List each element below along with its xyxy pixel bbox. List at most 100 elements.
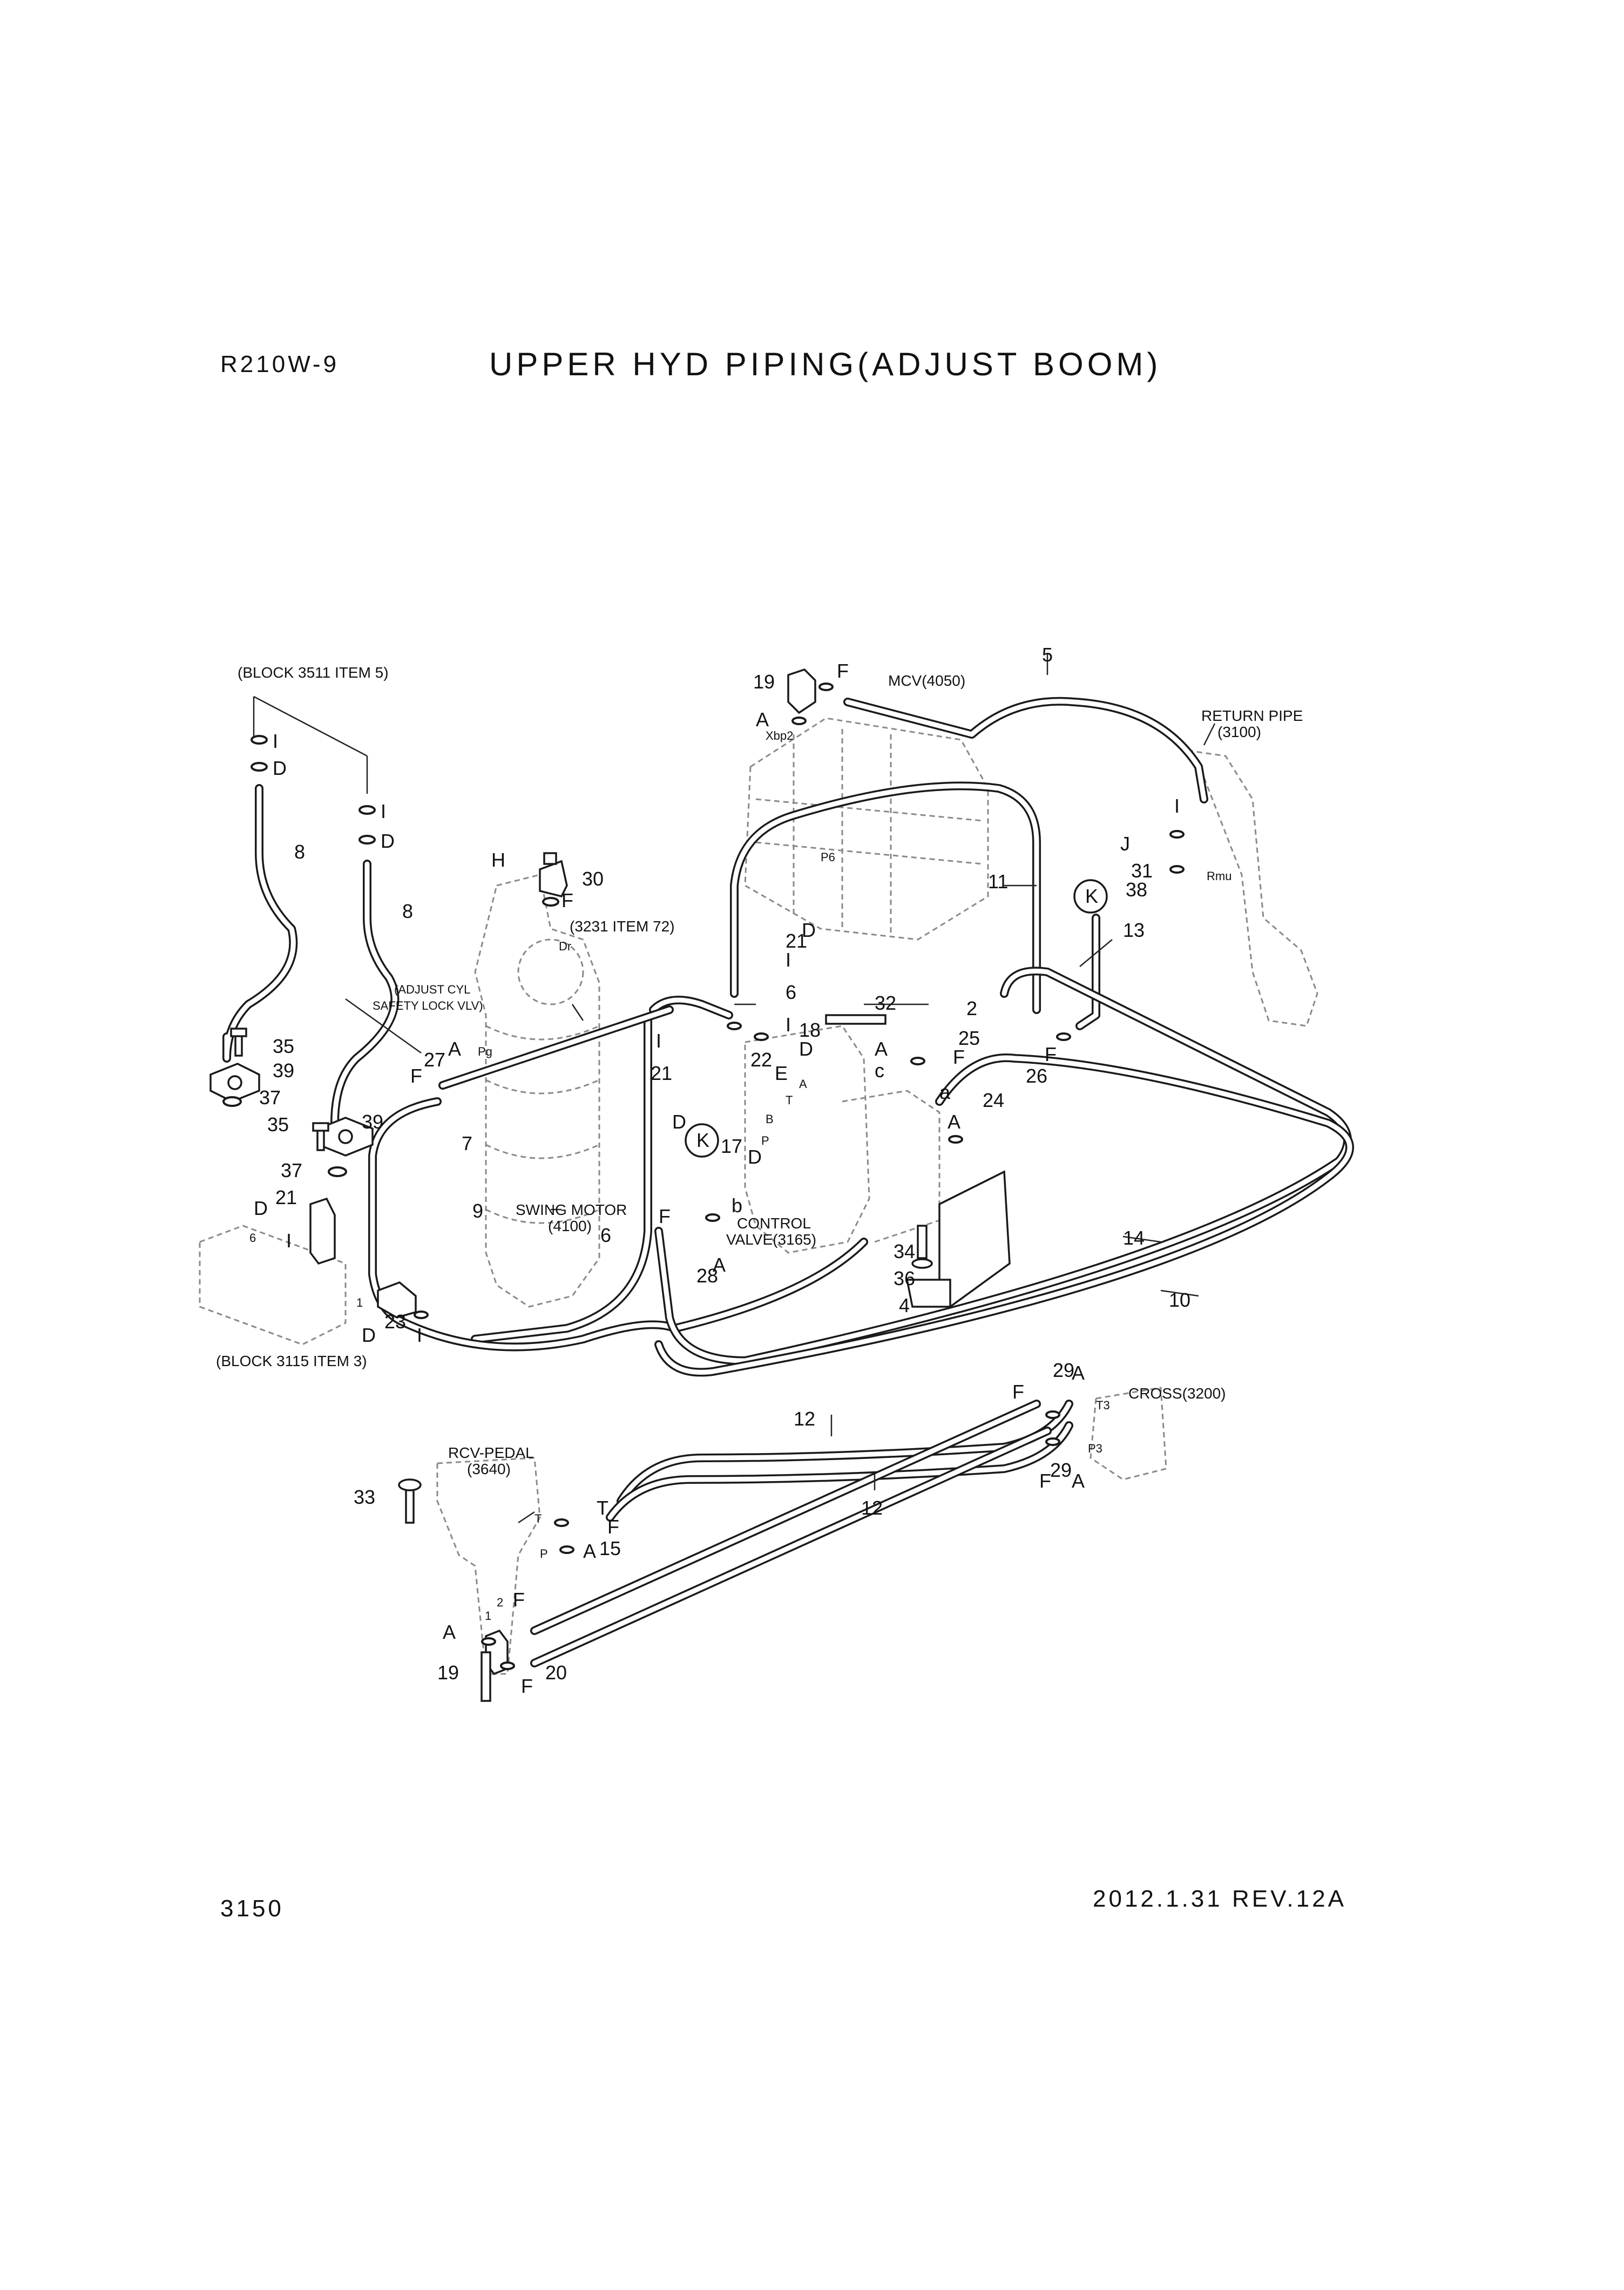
return-pipe-label-2: (3100) — [1217, 724, 1261, 740]
pipe-10-14-loop — [654, 967, 1354, 1377]
hose-8-left — [222, 784, 298, 1063]
port-letter: b — [732, 1194, 742, 1217]
port-letter: Pg — [478, 1045, 492, 1058]
part-number: 4 — [899, 1294, 910, 1316]
pipe-6 — [471, 996, 733, 1343]
port-letter: P6 — [821, 850, 835, 864]
return-pipe-label-1: RETURN PIPE — [1201, 707, 1303, 724]
part-number: 17 — [721, 1135, 742, 1157]
port-letter: P — [540, 1547, 548, 1561]
part-number: 25 — [958, 1027, 980, 1049]
swing-motor-label-1: SWING MOTOR — [516, 1201, 627, 1218]
port-letter: F — [521, 1675, 533, 1697]
oring-set — [251, 683, 1185, 1670]
part-number: 24 — [983, 1089, 1004, 1111]
page-title: UPPER HYD PIPING(ADJUST BOOM) — [489, 346, 1162, 382]
port-letter: Rmu — [1207, 869, 1231, 883]
part-number: 2 — [966, 997, 977, 1019]
part-number: 21 — [275, 1186, 297, 1208]
swing-motor-ghost-outline — [474, 874, 600, 1308]
part-number: 22 — [750, 1049, 772, 1071]
port-letter: T — [597, 1497, 608, 1519]
fitting-k-marker-lower — [685, 1123, 719, 1158]
part-number: 12 — [861, 1497, 883, 1519]
port-letter: A — [448, 1038, 461, 1060]
port-letter: D — [362, 1324, 376, 1346]
part-number: 30 — [582, 868, 604, 890]
bolt-35-upper — [230, 1028, 247, 1057]
port-letter: D — [802, 919, 816, 941]
port-letter: A — [756, 708, 769, 731]
elbow-21-left — [309, 1197, 336, 1265]
part-number: 19 — [437, 1661, 459, 1684]
part-number: 8 — [294, 841, 305, 863]
oring-37 — [222, 1096, 347, 1177]
rcv-pedal-label-2: (3640) — [467, 1461, 511, 1477]
port-letter: K — [696, 1129, 709, 1151]
control-valve-label-1: CONTROL — [737, 1215, 811, 1232]
part-number: 29 — [1053, 1359, 1074, 1381]
part-number: 35 — [267, 1113, 289, 1136]
port-letter: F — [1039, 1470, 1051, 1492]
part-number: 6 — [786, 981, 796, 1003]
port-letter: A — [875, 1038, 888, 1060]
part-number: 29 — [1050, 1459, 1072, 1481]
part-number: 32 — [875, 992, 896, 1014]
port-letter: D — [672, 1111, 686, 1133]
mcv-label: MCV(4050) — [888, 672, 965, 689]
part-number-labels: 8 8 35 39 37 35 39 37 21 23 30 19 5 11 1… — [249, 644, 1190, 1684]
bolt-34-washer-36 — [911, 1225, 933, 1269]
port-letter: T — [534, 1512, 542, 1525]
block-3511-label: (BLOCK 3511 ITEM 5) — [238, 664, 389, 681]
rcv-pedal-ghost-outline — [436, 1457, 541, 1675]
port-letter: c — [875, 1059, 884, 1082]
model-code: R210W-9 — [220, 351, 340, 377]
port-letter: D — [273, 757, 287, 779]
port-letter: K — [1085, 885, 1098, 907]
port-letter: F — [410, 1065, 422, 1087]
rcv-pedal-label-1: RCV-PEDAL — [448, 1444, 534, 1461]
part-number: 12 — [794, 1408, 815, 1430]
bracket-4 — [905, 1170, 1011, 1308]
part-number: 37 — [259, 1086, 281, 1109]
bolt-32 — [825, 1014, 887, 1025]
port-letter: a — [939, 1081, 951, 1103]
port-letter: P3 — [1088, 1442, 1102, 1455]
part-number: 39 — [273, 1059, 294, 1082]
fitting-k-marker-upper — [1073, 879, 1108, 914]
port-letter: F — [953, 1046, 965, 1068]
port-letter: I — [417, 1324, 422, 1346]
port-letter: I — [286, 1230, 292, 1252]
hose-11 — [730, 781, 1041, 1014]
port-letter: A — [1072, 1470, 1085, 1492]
part-number: 18 — [799, 1019, 821, 1041]
port-letter: A — [583, 1540, 596, 1562]
port-letter: D — [799, 1038, 813, 1060]
part-number: 13 — [1123, 919, 1145, 941]
part-number: 7 — [462, 1132, 472, 1154]
part-number: 19 — [753, 671, 775, 693]
elbow-19-top — [787, 668, 816, 714]
block-3115-label: (BLOCK 3115 ITEM 3) — [216, 1353, 367, 1369]
port-letter: A — [443, 1621, 456, 1643]
port-letter: A — [948, 1111, 960, 1133]
port-letter: F — [837, 660, 849, 682]
port-letter: E — [775, 1062, 788, 1084]
port-letter-labels: I D I D H F Dr F A Xbp2 P6 D I J I Rmu K… — [254, 660, 1231, 1697]
pipe-12-diagonal-pair — [530, 1400, 1052, 1667]
mcv-ghost-outline — [744, 717, 989, 941]
part-number: 11 — [988, 870, 1008, 893]
adjust-cyl-label-1: (ADJUST CYL — [394, 983, 470, 996]
part-number: 21 — [651, 1062, 672, 1084]
hose-5 — [843, 697, 1208, 803]
part-number: 15 — [599, 1537, 621, 1559]
bolt-35-lower — [312, 1122, 329, 1151]
cross-valve-label: CROSS(3200) — [1128, 1385, 1226, 1402]
port-letter: F — [513, 1589, 525, 1611]
part-number: 10 — [1169, 1289, 1190, 1311]
part-number: 34 — [894, 1240, 915, 1262]
control-valve-label-2: VALVE(3165) — [726, 1231, 816, 1248]
block-3511-leader — [253, 695, 368, 794]
